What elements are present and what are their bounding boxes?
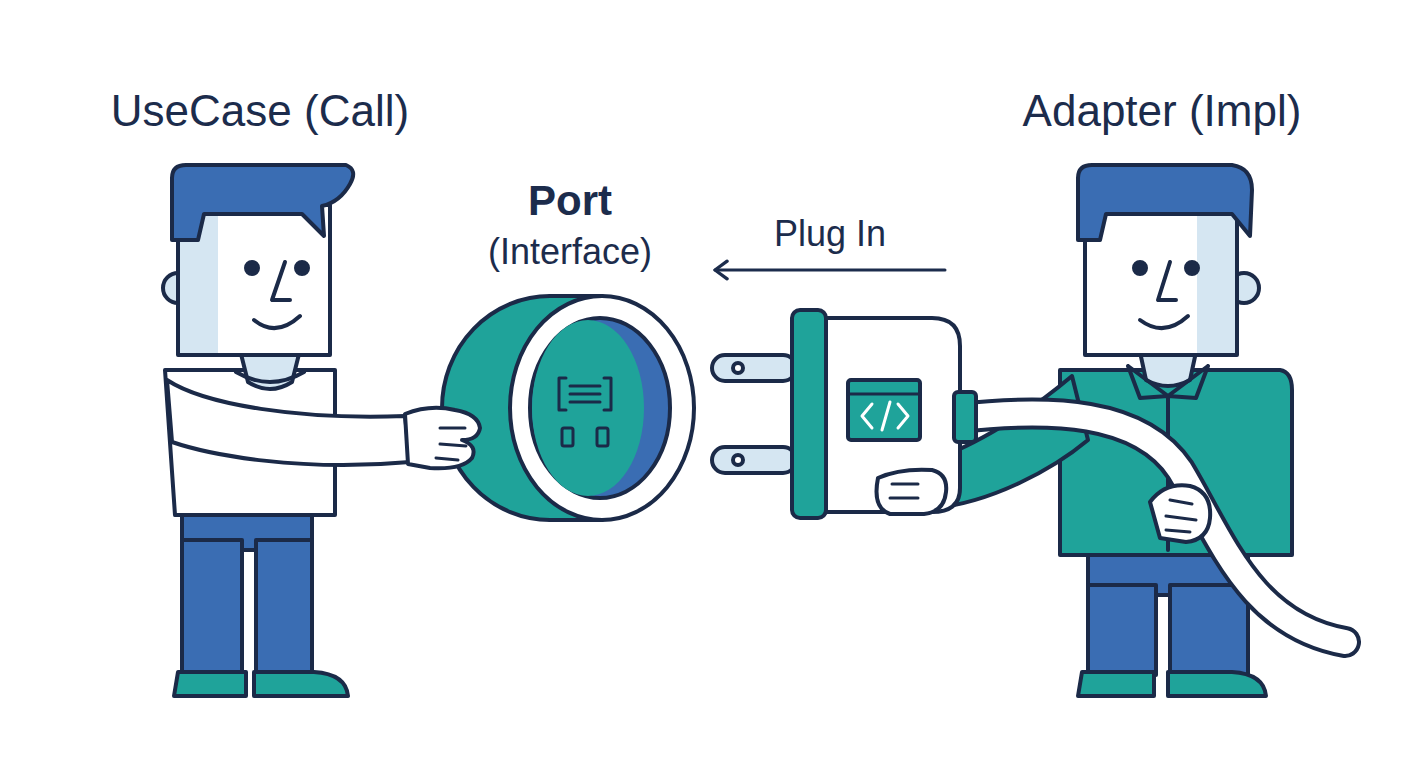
prong-hole bbox=[733, 363, 743, 373]
eye bbox=[1186, 262, 1198, 274]
left-leg bbox=[182, 540, 242, 675]
plug-illustration bbox=[712, 310, 976, 518]
interface-icon bbox=[559, 378, 611, 410]
prong bbox=[712, 355, 796, 381]
node-heading: Adapter (Impl) bbox=[945, 86, 1379, 137]
shoe bbox=[174, 672, 246, 696]
collar bbox=[236, 372, 304, 382]
socket-slot bbox=[597, 428, 608, 446]
fingers bbox=[436, 428, 466, 460]
nose bbox=[272, 262, 290, 300]
smile bbox=[254, 316, 300, 328]
socket-rim bbox=[510, 296, 694, 520]
hair bbox=[1078, 165, 1252, 240]
smile bbox=[1140, 316, 1188, 328]
arm bbox=[167, 380, 410, 465]
node-heading: UseCase (Call) bbox=[60, 86, 460, 137]
caller-node: UseCase (Call) bbox=[60, 80, 460, 700]
plug-in-arrow bbox=[715, 269, 945, 272]
right-leg bbox=[256, 540, 312, 675]
right-leg bbox=[1170, 585, 1248, 675]
socket-illustration bbox=[442, 296, 694, 520]
left-leg bbox=[1088, 585, 1156, 675]
cable-outline bbox=[958, 413, 1345, 642]
prong bbox=[712, 447, 796, 473]
face-outline bbox=[1085, 205, 1237, 355]
port-node: Port (Interface) bbox=[425, 170, 715, 530]
eye bbox=[296, 262, 308, 274]
plug-collar bbox=[954, 392, 976, 442]
shoe bbox=[254, 672, 348, 696]
hand bbox=[405, 408, 480, 469]
shoe bbox=[1168, 672, 1266, 696]
eye bbox=[246, 262, 258, 274]
code-symbol bbox=[862, 402, 908, 430]
socket-slot bbox=[562, 428, 573, 446]
nose bbox=[1158, 262, 1176, 300]
caller-figure bbox=[163, 165, 410, 696]
socket-face-shadow bbox=[530, 318, 670, 498]
hand bbox=[877, 470, 947, 514]
hair bbox=[172, 165, 353, 240]
fingers bbox=[890, 484, 918, 498]
window-bar bbox=[848, 393, 920, 396]
shoe bbox=[1078, 672, 1154, 696]
node-heading: Port (Interface) bbox=[460, 174, 680, 275]
eye bbox=[1134, 262, 1146, 274]
face bbox=[1085, 205, 1237, 355]
adapter-node: Adapter (Impl) bbox=[945, 80, 1379, 700]
code-window-icon bbox=[848, 380, 920, 440]
face-shade bbox=[1197, 205, 1237, 355]
edge-label: Plug In bbox=[774, 214, 886, 254]
hand bbox=[1150, 485, 1210, 542]
socket-face bbox=[532, 320, 644, 496]
fingers bbox=[1166, 500, 1196, 532]
prong-hole bbox=[733, 455, 743, 465]
cable bbox=[958, 413, 1345, 642]
plug-face bbox=[792, 310, 826, 518]
